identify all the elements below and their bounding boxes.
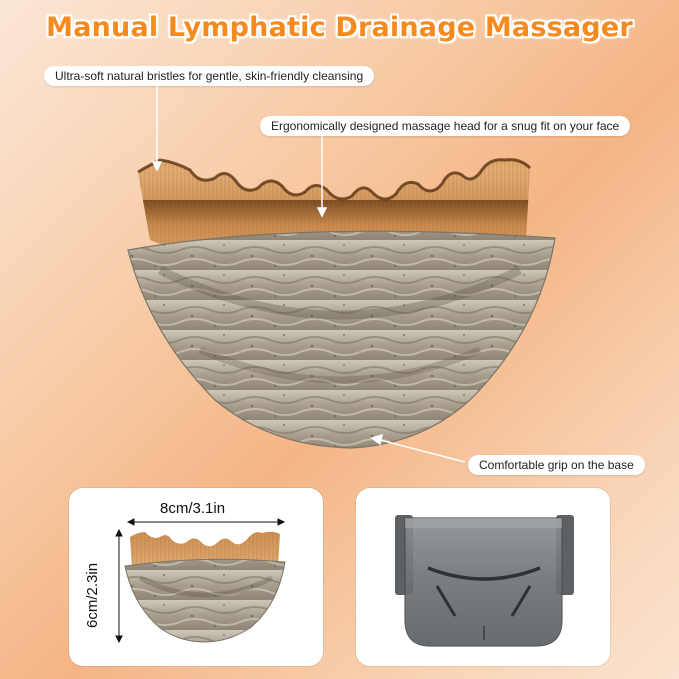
- small-massager-base: [124, 558, 286, 643]
- height-arrow: [115, 528, 123, 644]
- storage-case: [395, 515, 574, 647]
- massage-head-callout: Ergonomically designed massage head for …: [260, 116, 631, 136]
- bristles-callout: Ultra-soft natural bristles for gentle, …: [44, 66, 375, 86]
- grip-callout: Comfortable grip on the base: [468, 455, 645, 475]
- width-arrow: [126, 518, 286, 526]
- page-title: Manual Lymphatic Drainage Massager: [46, 12, 633, 43]
- massager-base: [127, 230, 556, 449]
- width-label: 8cm/3.1in: [160, 500, 226, 517]
- pointer-lines: [151, 86, 466, 463]
